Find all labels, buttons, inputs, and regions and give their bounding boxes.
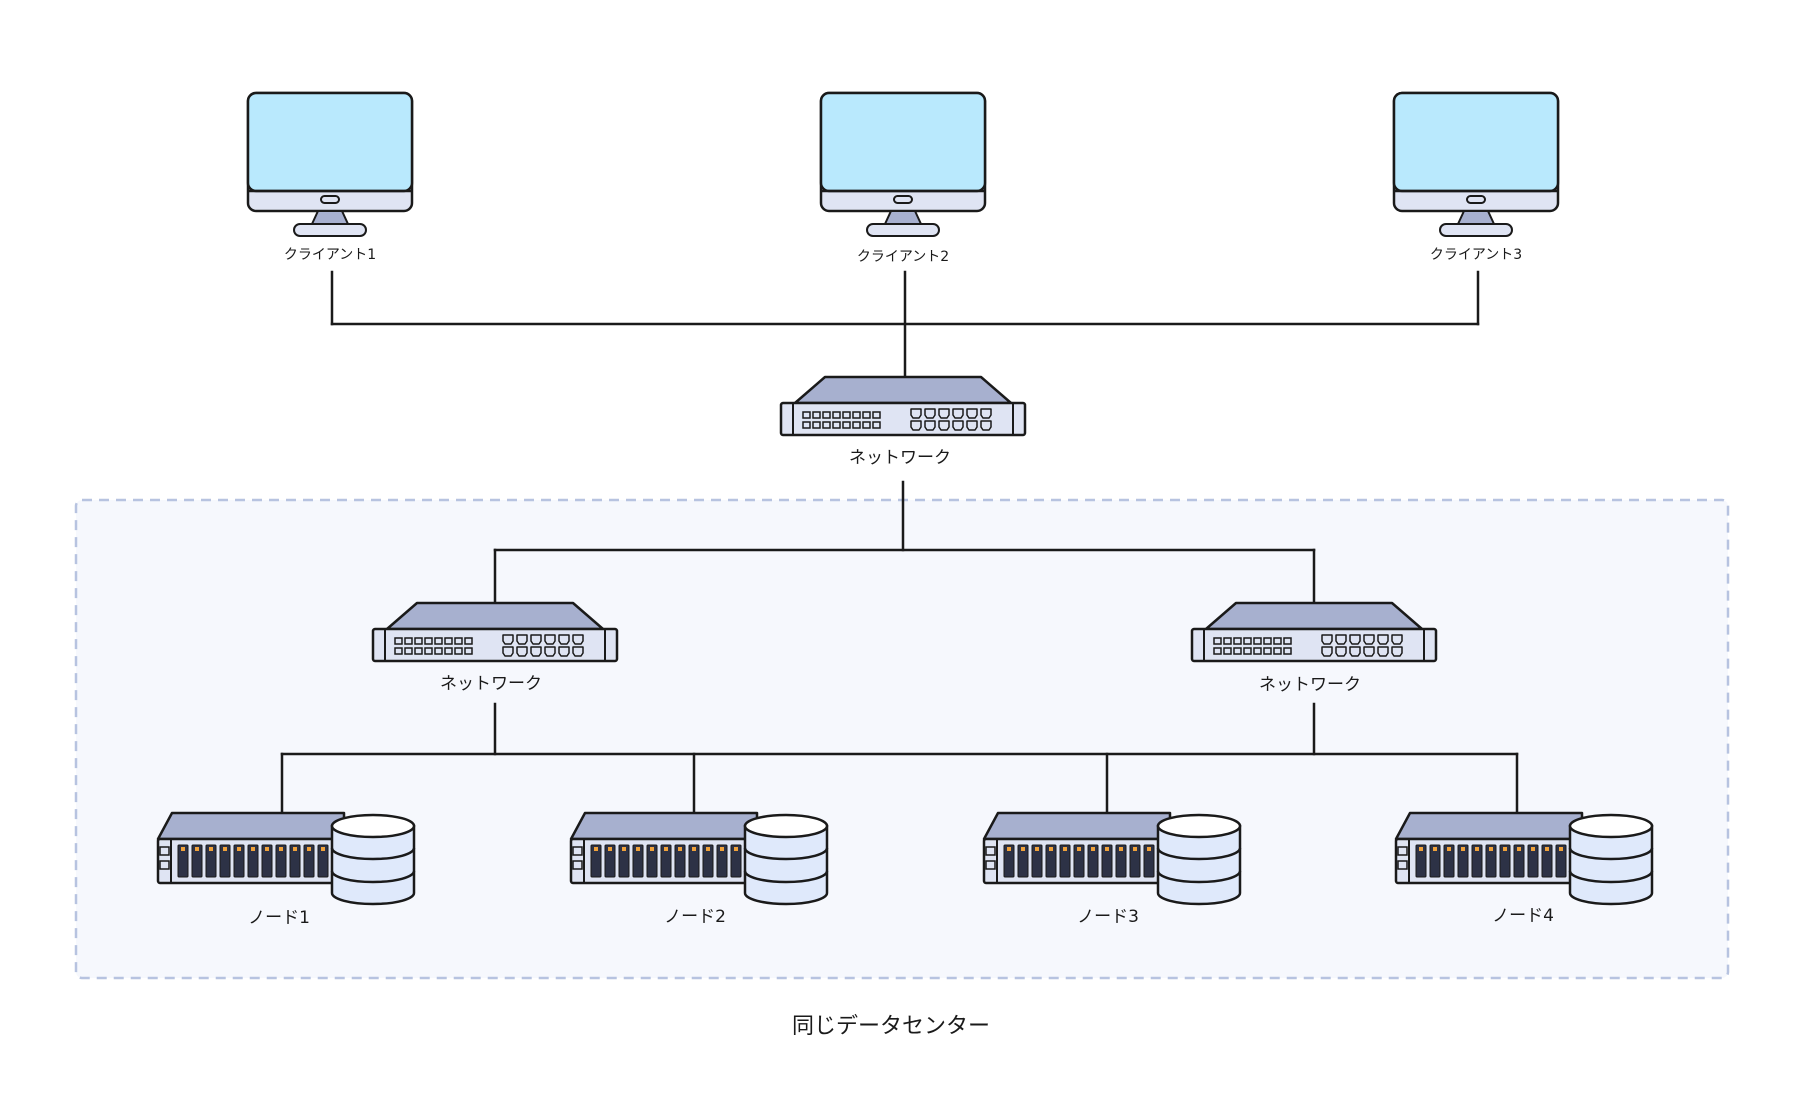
datacenter-label: 同じデータセンター [791,1014,991,1039]
dc-switch2-label: ネットワーク [1259,675,1361,695]
client3-label: クライアント3 [1429,247,1523,263]
dc-switch1-label: ネットワーク [440,674,542,694]
client1-monitor-icon[interactable] [246,91,414,238]
node3-label: ノード3 [1077,907,1139,927]
dc-switch2-icon[interactable] [1190,601,1438,663]
core-switch-label: ネットワーク [849,448,951,468]
node1-label: ノード1 [248,908,310,928]
connection-lines [280,270,1519,815]
client1-label: クライアント1 [283,247,377,263]
client2-monitor-icon[interactable] [819,91,987,238]
node2-label: ノード2 [664,907,726,927]
datacenter-boundary [74,498,1730,980]
core-switch-icon[interactable] [779,375,1027,437]
dc-switch1-icon[interactable] [371,601,619,663]
node4-label: ノード4 [1492,906,1554,926]
client3-monitor-icon[interactable] [1392,91,1560,238]
client2-label: クライアント2 [856,249,950,265]
